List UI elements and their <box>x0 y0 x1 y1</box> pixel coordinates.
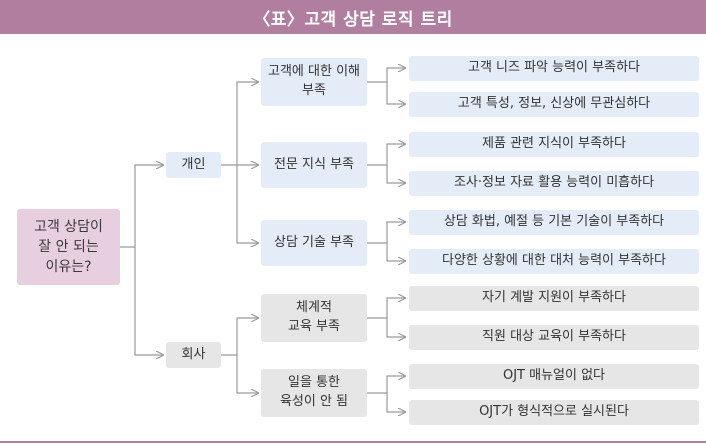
detail-item: 제품 관련 지식이 부족하다 <box>409 132 699 157</box>
detail-item: 고객 니즈 파악 능력이 부족하다 <box>409 56 699 81</box>
cause-systematic-training: 체계적 교육 부족 <box>261 294 367 342</box>
detail-item: 조사·정보 자료 활용 능력이 미흡하다 <box>409 171 699 196</box>
cause-4-details-line <box>367 298 405 319</box>
cause-3-details-line <box>367 222 405 244</box>
detail-item: 고객 특성, 정보, 신상에 무관심하다 <box>409 92 699 117</box>
cause-2-details-line <box>367 144 405 166</box>
detail-item: 직원 대상 교육이 부족하다 <box>409 325 699 350</box>
bottom-rule <box>0 441 706 443</box>
root-question: 고객 상담이 잘 안 되는 이유는? <box>17 209 120 285</box>
company-to-cause-2-line <box>236 355 258 393</box>
branch-personal: 개인 <box>166 152 221 178</box>
root-to-personal-line <box>120 165 163 248</box>
detail-item: OJT가 형식적으로 실시된다 <box>409 400 699 425</box>
personal-to-cause-3-line <box>236 165 258 243</box>
detail-item: 자기 계발 지원이 부족하다 <box>409 286 699 311</box>
personal-to-cause-1-line <box>221 82 258 166</box>
cause-expert-knowledge: 전문 지식 부족 <box>261 142 367 188</box>
detail-item: OJT 매뉴얼이 없다 <box>409 364 699 389</box>
detail-item: 다양한 상황에 대한 대처 능력이 부족하다 <box>409 249 699 274</box>
cause-counseling-skill: 상담 기술 부족 <box>261 220 367 266</box>
company-to-cause-1-line <box>221 318 258 356</box>
cause-on-the-job-development: 일을 통한 육성이 안 됨 <box>261 369 367 417</box>
branch-company: 회사 <box>166 342 221 368</box>
cause-customer-understanding: 고객에 대한 이해 부족 <box>261 58 367 106</box>
detail-item: 상담 화법, 예절 등 기본 기술이 부족하다 <box>409 210 699 235</box>
root-to-company-line <box>134 247 163 355</box>
cause-5-details-line <box>367 376 405 394</box>
page-title: 〈표〉고객 상담 로직 트리 <box>0 0 706 34</box>
cause-1-details-line <box>367 68 405 83</box>
